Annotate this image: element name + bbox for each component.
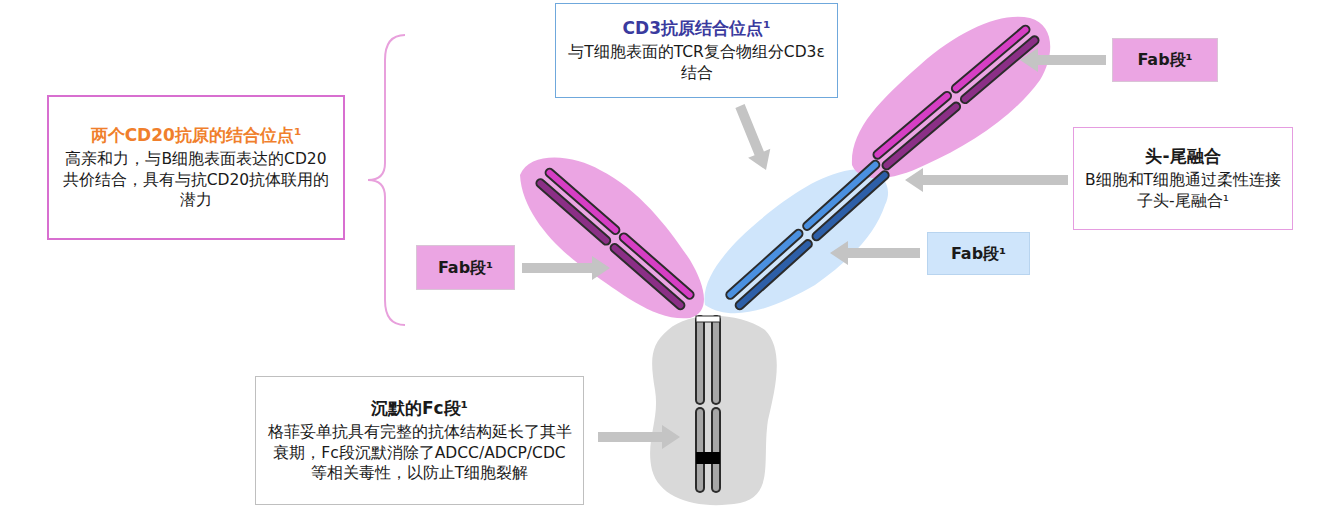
antibody-chain <box>807 165 875 226</box>
fc-chain-outline <box>695 320 705 400</box>
callout-box: 沉默的Fc段¹格菲妥单抗具有完整的抗体结构延长了其半衰期，Fc段沉默消除了ADC… <box>255 376 584 505</box>
callout-body: B细胞和T细胞通过柔性连接子头-尾融合¹ <box>1084 170 1282 212</box>
callout-heading: CD3抗原结合位点¹ <box>623 17 771 40</box>
chain-outline <box>550 173 616 230</box>
fc-chain <box>697 320 703 400</box>
curly-bracket <box>368 35 405 325</box>
fab-label-box: Fab段¹ <box>416 245 515 290</box>
fab-label-box: Fab段¹ <box>1112 38 1218 82</box>
part-label: Fab段¹ <box>1137 49 1192 71</box>
antibody-chain <box>550 173 616 230</box>
antibody-chain <box>956 30 1026 89</box>
callout-body: 格菲妥单抗具有完整的抗体结构延长了其半衰期，Fc段沉默消除了ADCC/ADCP/… <box>266 422 573 485</box>
fc-chain-outline <box>695 412 705 488</box>
fab-label-box: Fab段¹ <box>927 232 1030 275</box>
part-label: Fab段¹ <box>951 243 1006 265</box>
part-label: Fab段¹ <box>438 257 493 279</box>
chain-outline <box>730 234 798 295</box>
pointer-arrow <box>735 104 770 170</box>
fc-region <box>650 316 777 505</box>
fc-mutation <box>696 452 720 464</box>
cd3-fab <box>704 169 888 313</box>
chain-outline <box>624 237 690 294</box>
cd20-fab-left <box>520 158 704 319</box>
chain-outline <box>807 165 875 226</box>
chain-outline <box>877 96 947 155</box>
callout-body: 与T细胞表面的TCR复合物组分CD3ε结合 <box>566 42 827 84</box>
antibody-chain <box>730 234 798 295</box>
pointer-arrow <box>830 241 920 265</box>
callout-box: 头-尾融合B细胞和T细胞通过柔性连接子头-尾融合¹ <box>1073 127 1293 230</box>
pointer-arrow <box>905 168 1068 192</box>
pointer-arrow <box>1020 48 1106 72</box>
callout-box: CD3抗原结合位点¹与T细胞表面的TCR复合物组分CD3ε结合 <box>555 3 838 98</box>
fc-chain <box>713 412 719 488</box>
callout-heading: 头-尾融合 <box>1145 145 1220 168</box>
pointer-arrow <box>598 425 680 449</box>
callout-box: 两个CD20抗原的结合位点¹高亲和力，与B细胞表面表达的CD20共价结合，具有与… <box>47 95 345 240</box>
fc-chain <box>697 412 703 488</box>
cd20-fab-upper <box>852 17 1050 178</box>
antibody-chain <box>624 237 690 294</box>
antibody-chain <box>877 96 947 155</box>
fc-chain-outline <box>711 320 721 400</box>
chain-outline <box>956 30 1026 89</box>
fc-chain-outline <box>711 412 721 488</box>
fc-chain <box>713 320 719 400</box>
callout-body: 高亲和力，与B细胞表面表达的CD20共价结合，具有与抗CD20抗体联用的潜力 <box>59 149 333 212</box>
callout-heading: 两个CD20抗原的结合位点¹ <box>91 124 302 147</box>
pointer-arrow <box>522 256 610 280</box>
callout-heading: 沉默的Fc段¹ <box>371 397 468 420</box>
hinge <box>696 316 720 322</box>
